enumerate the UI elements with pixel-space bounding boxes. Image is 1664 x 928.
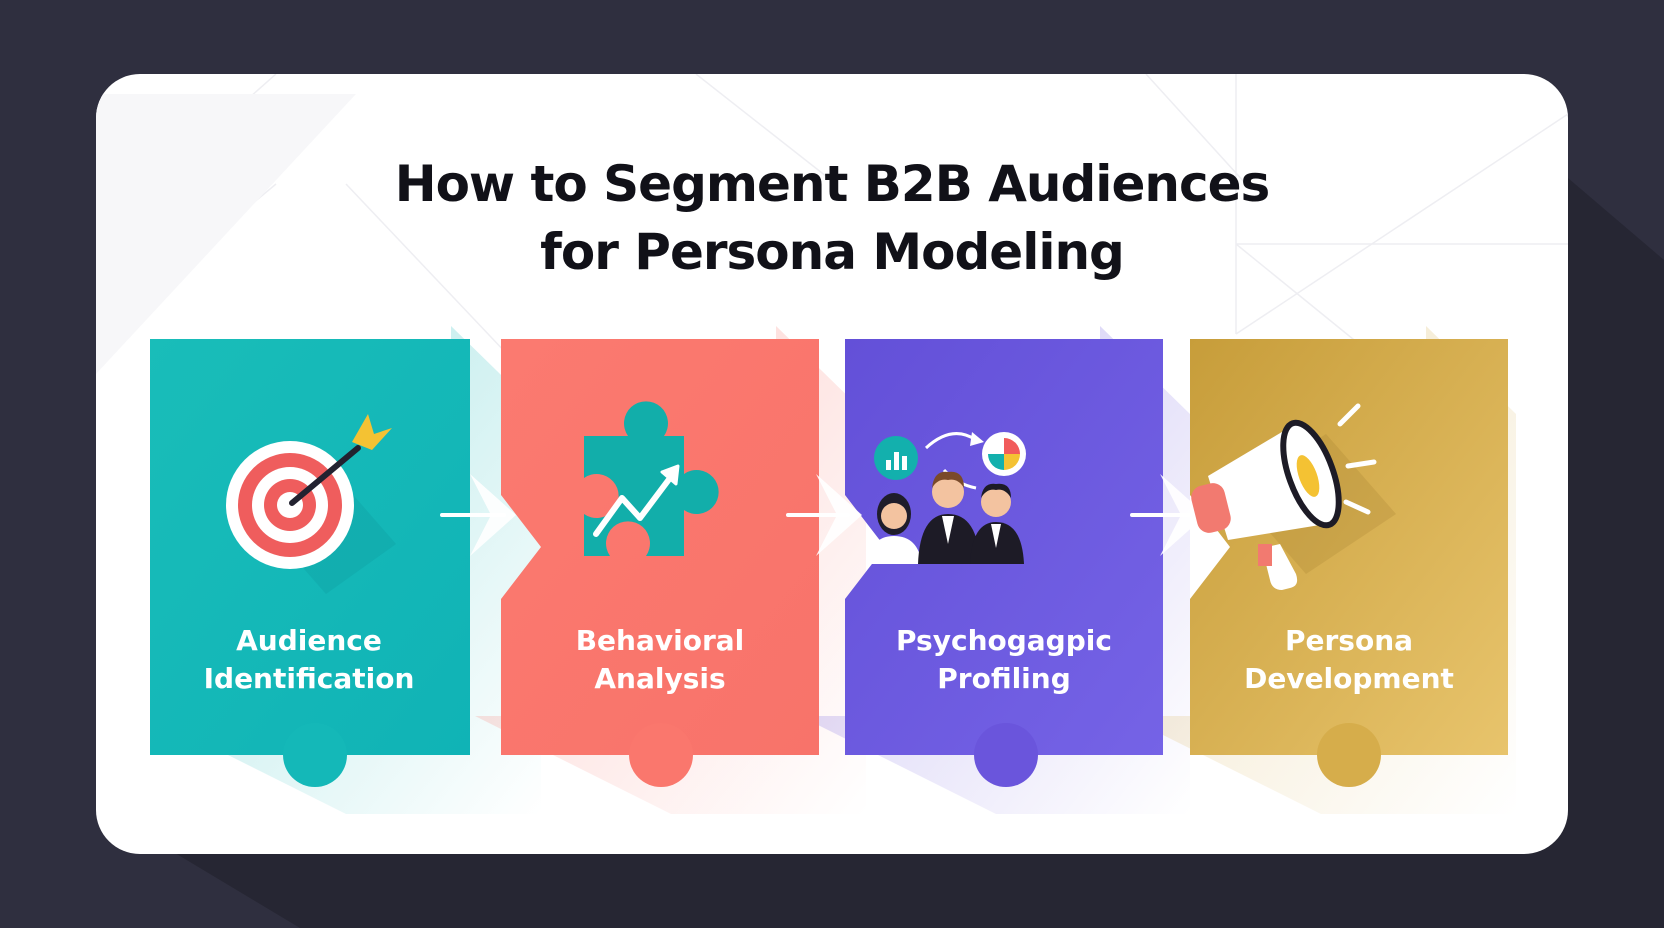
megaphone-icon: [1191, 403, 1396, 590]
steps-diagram: [150, 326, 1516, 814]
step-1-panel: [150, 339, 470, 787]
connector-arrowhead-3: [1160, 474, 1206, 556]
puzzle-trend-icon: [584, 401, 719, 556]
infographic-card: How to Segment B2B Audiences for Persona…: [96, 74, 1568, 854]
connector-arrowhead-1: [470, 474, 516, 556]
step-2-panel: [501, 339, 819, 787]
background-geometry: [96, 74, 1568, 375]
step-4-label: Persona Development: [1244, 624, 1454, 695]
page-title: How to Segment B2B Audiences for Persona…: [96, 150, 1568, 286]
step-2-label: Behavioral Analysis: [575, 624, 745, 695]
connector-arrowhead-2: [816, 474, 862, 556]
step-3-label: Psychogagpic Profiling: [896, 624, 1112, 695]
title-line-1: How to Segment B2B Audiences: [394, 155, 1271, 213]
title-line-2: for Persona Modeling: [540, 223, 1125, 281]
target-arrow-icon: [226, 414, 396, 594]
step-1-label: Audience Identification: [203, 624, 415, 695]
people-analytics-icon: [868, 432, 1026, 564]
step-4-panel: [1190, 339, 1508, 787]
